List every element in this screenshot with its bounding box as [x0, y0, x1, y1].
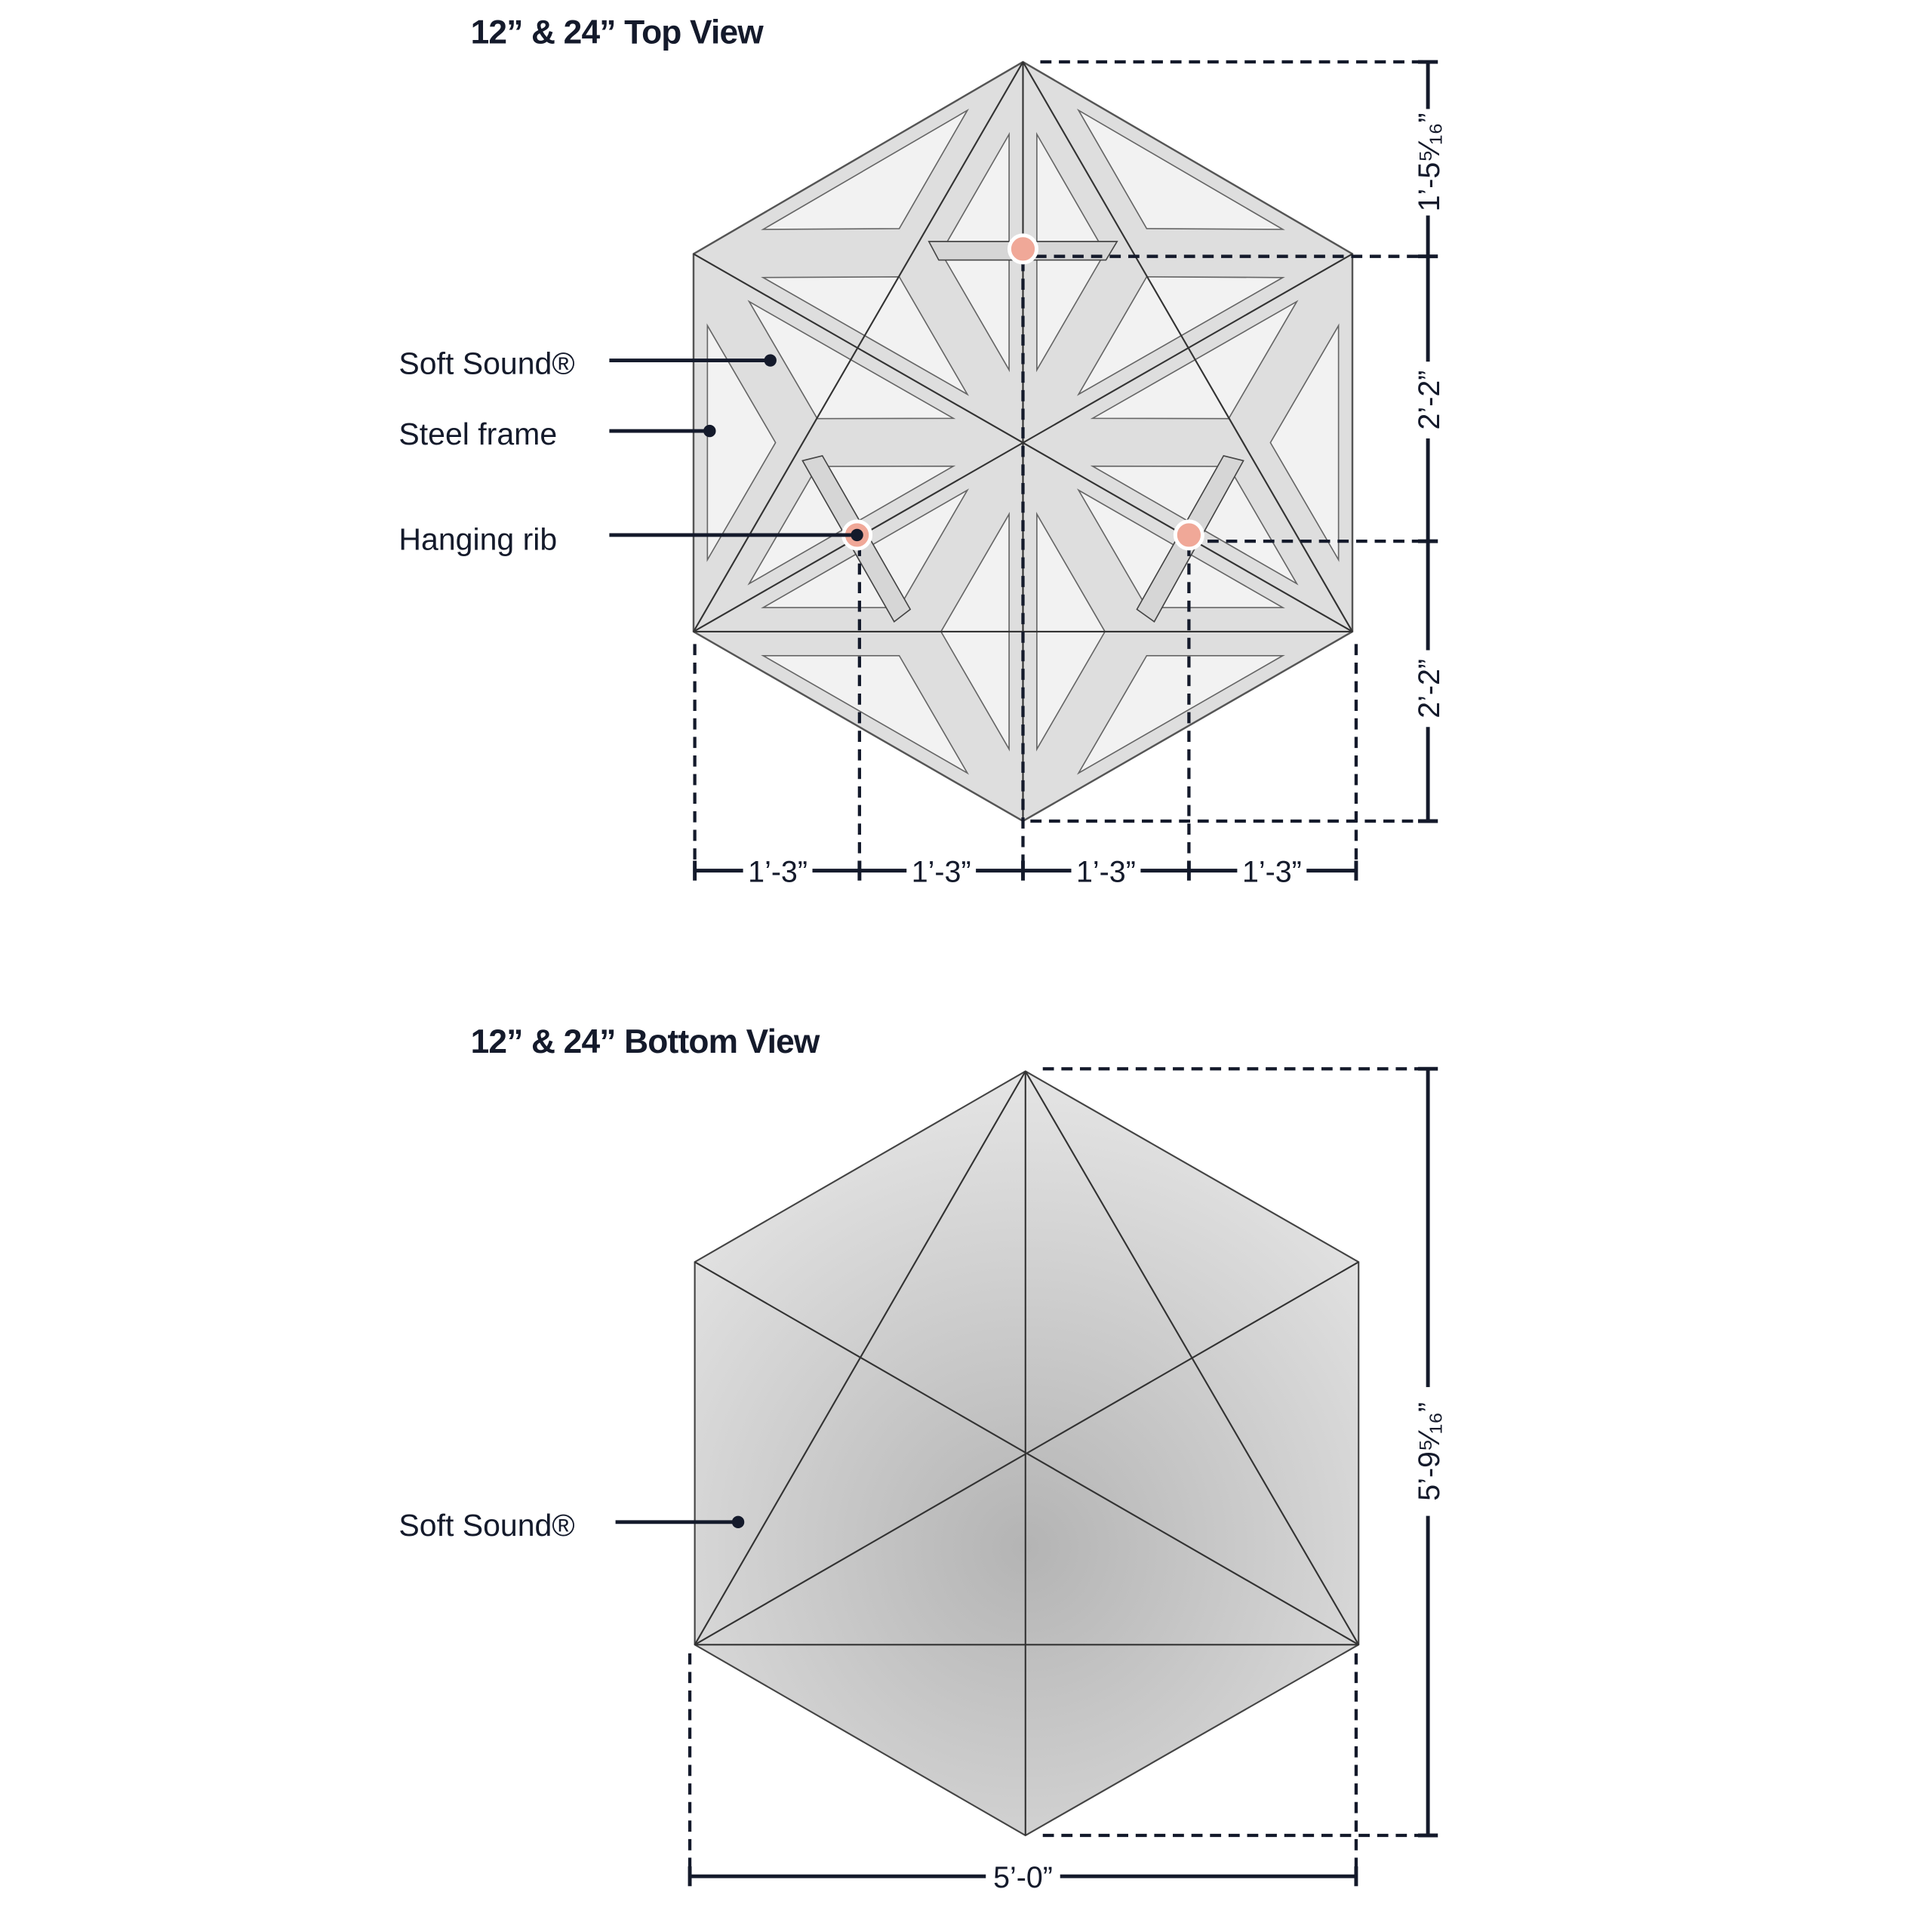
dimension-label: 2’-2” — [1413, 659, 1446, 718]
dimension-label: 1’-3” — [912, 855, 971, 888]
soft-sound-panel — [1076, 654, 1285, 775]
frame-edges — [693, 61, 1353, 821]
dimension-label: 1’-3” — [1242, 855, 1302, 888]
dimension-label: 1’-3” — [1076, 855, 1136, 888]
dimension-label: 5’-9⁵⁄₁₆” — [1413, 1402, 1446, 1501]
bottom-view-vertical-dimension: 5’-9⁵⁄₁₆” — [1411, 1066, 1446, 1838]
dimension-label: 5’-0” — [993, 1861, 1053, 1894]
soft-sound-panel — [761, 654, 970, 775]
callout-hanging-rib: Hanging rib — [398, 522, 863, 557]
dimension-label: 1’-3” — [748, 855, 808, 888]
svg-text:Soft Sound®: Soft Sound® — [398, 1508, 574, 1543]
svg-text:Soft Sound®: Soft Sound® — [398, 346, 574, 381]
top-view-horizontal-dimension: 1’-3” 1’-3” 1’-3” 1’-3” — [693, 854, 1358, 888]
dimension-label: 2’-2” — [1413, 371, 1446, 430]
soft-sound-panel — [761, 108, 970, 230]
hanging-point-right — [1173, 519, 1204, 551]
svg-text:Hanging rib: Hanging rib — [398, 522, 557, 557]
hanging-points — [841, 233, 1204, 551]
bottom-view-title: 12” & 24” Bottom View — [471, 1023, 820, 1060]
bottom-view-horizontal-dimension: 5’-0” — [688, 1860, 1358, 1894]
dimension-label: 1’-5⁵⁄₁₆” — [1413, 113, 1446, 212]
callout-steel-frame: Steel frame — [398, 417, 716, 451]
callout-bottom-soft-sound: Soft Sound® — [398, 1508, 745, 1543]
soft-sound-panel — [1076, 108, 1285, 230]
top-view-title: 12” & 24” Top View — [471, 14, 764, 51]
callout-soft-sound: Soft Sound® — [398, 346, 777, 381]
soft-sound-panel — [706, 323, 777, 562]
top-view-vertical-dimension: 1’-5⁵⁄₁₆” 2’-2” 2’-2” — [1411, 60, 1446, 823]
bottom-view-panel — [694, 1070, 1360, 1837]
svg-text:Steel frame: Steel frame — [398, 417, 557, 451]
soft-sound-panel — [1269, 323, 1340, 562]
top-view-dimension-guides — [693, 60, 1429, 871]
hanging-point-top — [1007, 233, 1038, 265]
